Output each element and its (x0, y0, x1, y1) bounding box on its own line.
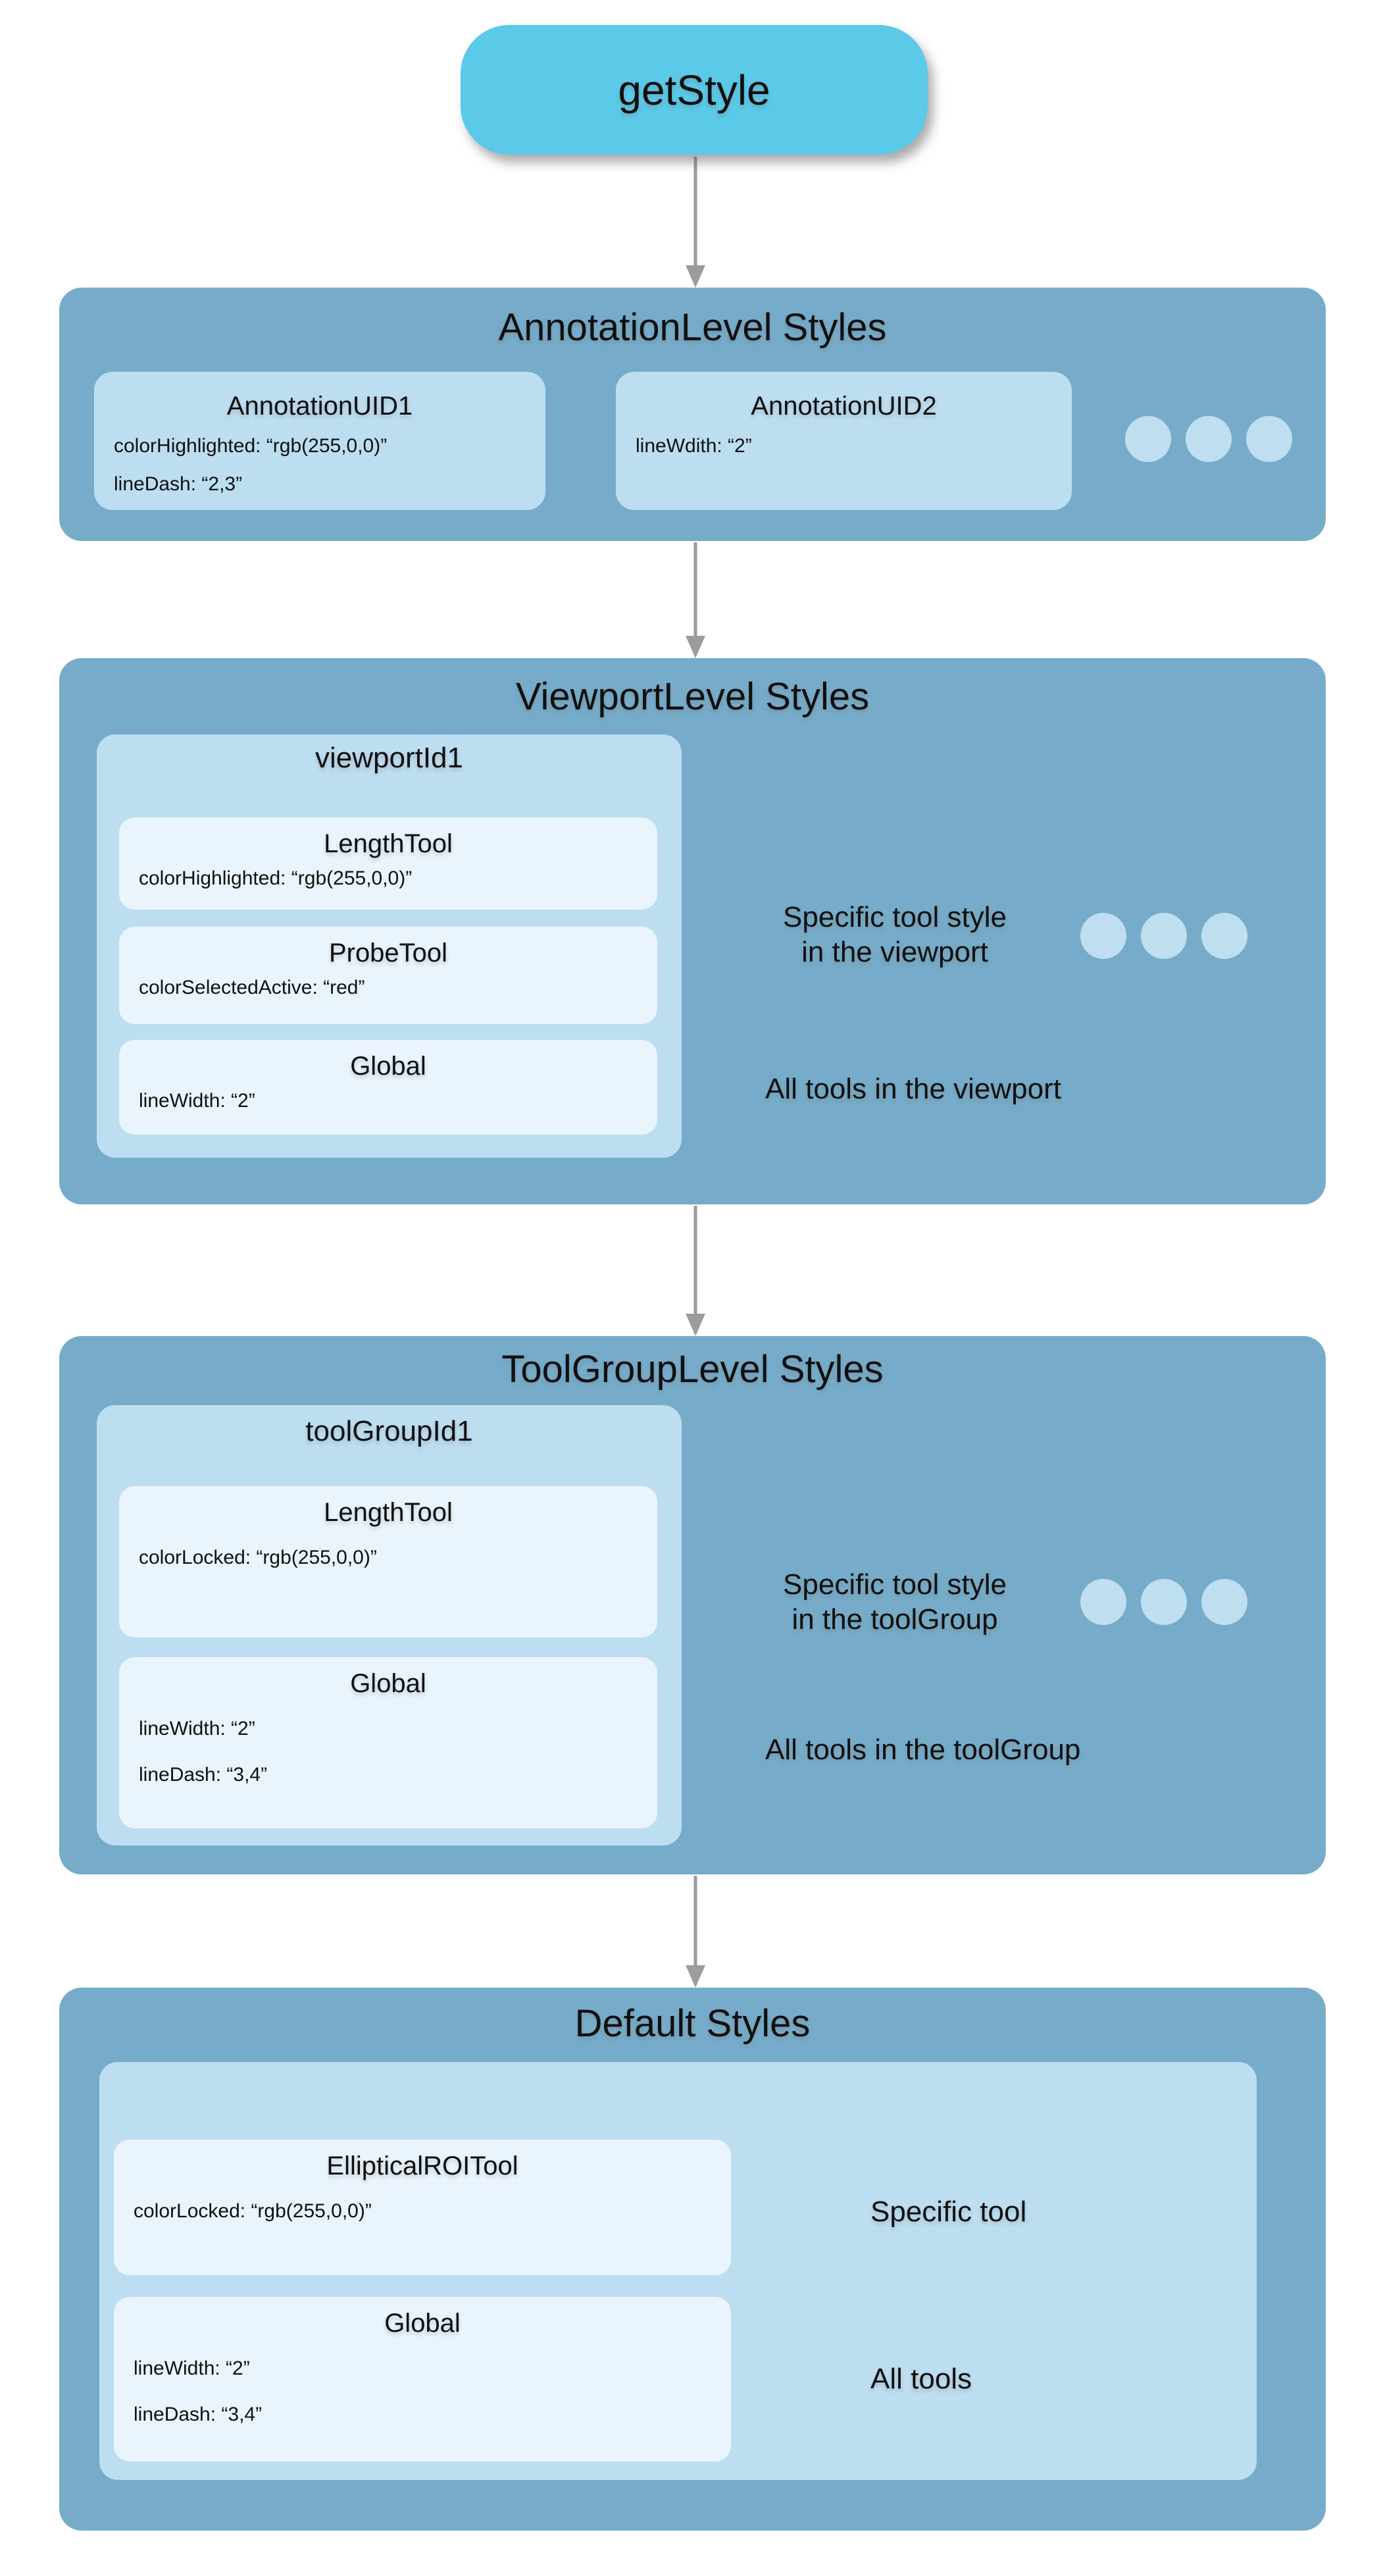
box-title: EllipticalROITool (326, 2151, 518, 2180)
label-line: Specific tool style (783, 1568, 1007, 1601)
container-title: viewportId1 (314, 742, 463, 774)
section-title: ToolGroupLevel Styles (501, 1348, 884, 1391)
label-line: in the toolGroup (792, 1603, 998, 1636)
box-props: lineWidth: “2” (119, 1089, 657, 1114)
prop-line: lineWidth: “2” (139, 1090, 255, 1112)
container-title: toolGroupId1 (305, 1415, 473, 1447)
ellipsis-dot (1201, 913, 1247, 959)
box-title: Global (384, 2309, 461, 2338)
prop-line: colorSelectedActive: “red” (139, 977, 365, 998)
prop-line: colorLocked: “rgb(255,0,0)” (139, 1547, 377, 1568)
label-specific-tool-style-toolgroup: Specific tool style in the toolGroup (760, 1568, 1030, 1637)
box-title: Global (350, 1669, 426, 1698)
prop-line: lineWidth: “2” (139, 1718, 255, 1739)
prop-line: lineDash: “3,4” (139, 1763, 268, 1786)
section-viewport-level: ViewportLevel Styles viewportId1 LengthT… (59, 658, 1326, 1204)
ellipsis-icon (1080, 1579, 1247, 1625)
ellipsis-dot (1141, 1579, 1187, 1625)
lengthtool-box-toolgroup: LengthTool colorLocked: “rgb(255,0,0)” (119, 1486, 657, 1637)
label-specific-tool-default: Specific tool (870, 2196, 1027, 2228)
box-props: lineWidth: “2” lineDash: “3,4” (119, 1716, 657, 1788)
box-title: ProbeTool (328, 939, 448, 967)
label-all-tools-viewport: All tools in the viewport (765, 1073, 1061, 1105)
box-title: LengthTool (324, 1498, 453, 1527)
prop-line: lineDash: “2,3” (114, 473, 243, 495)
section-title: ViewportLevel Styles (515, 675, 870, 718)
label-line: in the viewport (801, 935, 988, 968)
prop-line: lineWidth: “2” (134, 2357, 250, 2379)
annotation-uid1-box: AnnotationUID1 colorHighlighted: “rgb(25… (94, 372, 545, 510)
ellipticalroitool-box: EllipticalROITool colorLocked: “rgb(255,… (114, 2140, 731, 2275)
ellipsis-dot (1080, 913, 1126, 959)
section-title: AnnotationLevel Styles (498, 306, 887, 349)
prop-line: colorHighlighted: “rgb(255,0,0)” (114, 435, 388, 457)
getstyle-label: getStyle (618, 66, 770, 114)
box-title: LengthTool (324, 829, 453, 858)
ellipsis-dot (1080, 1579, 1126, 1625)
prop-line: lineDash: “3,4” (134, 2403, 263, 2425)
box-props: lineWidth: “2” lineDash: “3,4” (114, 2356, 731, 2427)
prop-line: colorLocked: “rgb(255,0,0)” (134, 2200, 372, 2222)
box-props: colorHighlighted: “rgb(255,0,0)” lineDas… (94, 434, 545, 497)
section-toolgroup-level: ToolGroupLevel Styles toolGroupId1 Lengt… (59, 1336, 1326, 1874)
lengthtool-box-viewport: LengthTool colorHighlighted: “rgb(255,0,… (119, 817, 657, 910)
box-title: AnnotationUID1 (226, 392, 413, 421)
getstyle-node: getStyle (461, 25, 928, 155)
global-box-viewport: Global lineWidth: “2” (119, 1040, 657, 1135)
ellipsis-icon (1080, 913, 1247, 959)
ellipsis-dot (1186, 416, 1232, 462)
prop-line: lineWdith: “2” (636, 435, 752, 457)
label-all-tools-toolgroup: All tools in the toolGroup (765, 1734, 1081, 1766)
box-title: AnnotationUID2 (751, 392, 937, 421)
label-specific-tool-style-viewport: Specific tool style in the viewport (760, 900, 1030, 970)
box-title: Global (350, 1052, 426, 1081)
annotation-uid2-box: AnnotationUID2 lineWdith: “2” (616, 372, 1072, 510)
ellipsis-dot (1125, 416, 1171, 462)
probetool-box-viewport: ProbeTool colorSelectedActive: “red” (119, 927, 657, 1024)
section-title: Default Styles (574, 2002, 811, 2045)
box-props: colorSelectedActive: “red” (119, 975, 657, 1000)
ellipsis-icon (1125, 416, 1292, 462)
ellipsis-dot (1141, 913, 1187, 959)
label-line: Specific tool style (783, 901, 1007, 933)
prop-line: colorHighlighted: “rgb(255,0,0)” (139, 867, 413, 889)
box-props: colorLocked: “rgb(255,0,0)” (119, 1545, 657, 1570)
global-box-toolgroup: Global lineWidth: “2” lineDash: “3,4” (119, 1657, 657, 1828)
label-all-tools-default: All tools (870, 2363, 972, 2395)
ellipsis-dot (1201, 1579, 1247, 1625)
ellipsis-dot (1246, 416, 1292, 462)
box-props: colorLocked: “rgb(255,0,0)” (114, 2199, 731, 2224)
box-props: lineWdith: “2” (616, 434, 1072, 459)
global-box-default: Global lineWidth: “2” lineDash: “3,4” (114, 2297, 731, 2461)
box-props: colorHighlighted: “rgb(255,0,0)” (119, 866, 657, 891)
section-default-styles: Default Styles EllipticalROITool colorLo… (59, 1988, 1326, 2531)
section-annotation-level: AnnotationLevel Styles AnnotationUID1 co… (59, 288, 1326, 541)
